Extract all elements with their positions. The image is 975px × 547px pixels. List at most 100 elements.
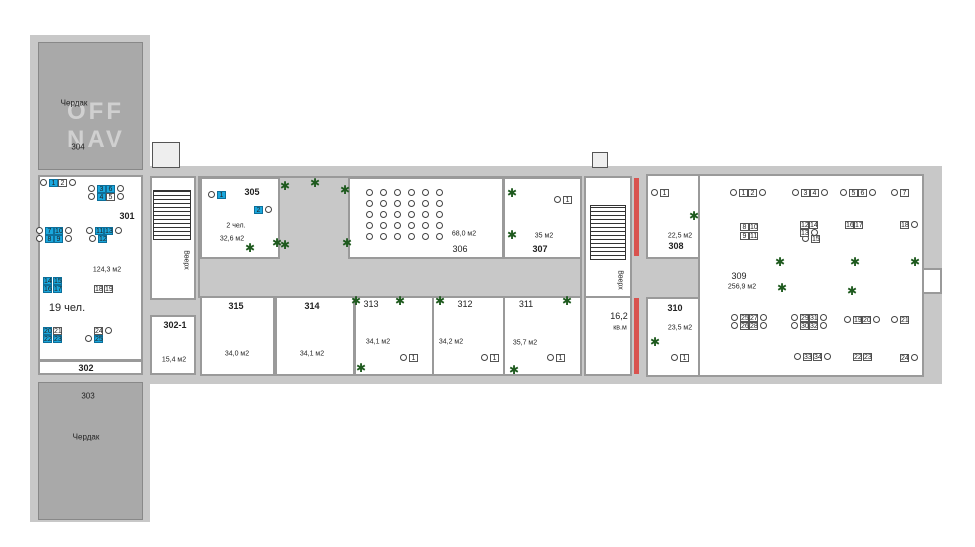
desk-309-18[interactable]: 18 [900, 221, 909, 229]
desk-301-22[interactable]: 22 [43, 335, 52, 343]
desk-301-13[interactable]: 13 [104, 227, 113, 235]
desk-301-4[interactable]: 4 [97, 193, 106, 201]
desk-301-6[interactable]: 6 [106, 185, 115, 193]
plant-icon: ✱ [506, 228, 518, 242]
room-307[interactable] [503, 177, 582, 259]
desk-309-14[interactable]: 14 [809, 221, 818, 229]
desk-309-28[interactable]: 28 [749, 322, 758, 330]
desk-309-2[interactable]: 2 [748, 189, 757, 197]
room-308[interactable] [646, 174, 700, 259]
desk-309-3[interactable]: 3 [801, 189, 810, 197]
desk-309-1[interactable]: 1 [739, 189, 748, 197]
desk-309-13[interactable]: 13 [800, 229, 809, 237]
chair [40, 179, 47, 186]
chair [820, 322, 827, 329]
desk-309-16[interactable]: 16 [845, 221, 854, 229]
auditorium-chair [394, 222, 401, 229]
desk-309-33[interactable]: 33 [803, 353, 812, 361]
desk-309-21[interactable]: 21 [900, 316, 909, 324]
auditorium-chair [422, 211, 429, 218]
auditorium-chair [436, 200, 443, 207]
desk-309-11[interactable]: 11 [749, 232, 758, 240]
desk-308-1[interactable]: 1 [660, 189, 669, 197]
desk-301-11[interactable]: 11 [95, 227, 104, 235]
room-303-name: Чердак [72, 432, 100, 442]
desk-309-32[interactable]: 32 [809, 322, 818, 330]
desk-309-27[interactable]: 27 [749, 314, 758, 322]
desk-309-29[interactable]: 29 [800, 314, 809, 322]
chair [65, 235, 72, 242]
desk-305-2[interactable]: 2 [254, 206, 263, 214]
desk-309-22[interactable]: 22 [853, 353, 862, 361]
desk-309-7[interactable]: 7 [900, 189, 909, 197]
desk-301-25[interactable]: 25 [94, 335, 103, 343]
desk-301-15[interactable]: 15 [53, 277, 62, 285]
room-302-1[interactable] [150, 315, 196, 375]
desk-301-3[interactable]: 3 [97, 185, 106, 193]
desk-301-23[interactable]: 23 [53, 335, 62, 343]
desk-301-17[interactable]: 17 [53, 285, 62, 293]
desk-309-34[interactable]: 34 [813, 353, 822, 361]
desk-301-21[interactable]: 21 [53, 327, 62, 335]
chair [208, 191, 215, 198]
plant-icon: ✱ [774, 255, 786, 269]
desk-309-10[interactable]: 10 [749, 223, 758, 231]
desk-309-8[interactable]: 8 [740, 223, 749, 231]
desk-301-14[interactable]: 14 [43, 277, 52, 285]
desk-307-1[interactable]: 1 [563, 196, 572, 204]
room-309[interactable] [698, 174, 924, 377]
desk-301-19[interactable]: 19 [104, 285, 113, 293]
desk-309-6[interactable]: 6 [858, 189, 867, 197]
desk-309-30[interactable]: 30 [800, 322, 809, 330]
desk-301-2[interactable]: 2 [58, 179, 67, 187]
desk-309-25[interactable]: 25 [740, 314, 749, 322]
desk-311-1[interactable]: 1 [556, 354, 565, 362]
desk-301-1[interactable]: 1 [49, 179, 58, 187]
desk-309-5[interactable]: 5 [849, 189, 858, 197]
chair [651, 189, 658, 196]
desk-309-20[interactable]: 20 [862, 316, 871, 324]
desk-309-15[interactable]: 15 [811, 235, 820, 243]
desk-301-7[interactable]: 7 [45, 227, 54, 235]
desk-309-12[interactable]: 12 [800, 221, 809, 229]
room-312[interactable] [432, 296, 505, 376]
desk-301-20[interactable]: 20 [43, 327, 52, 335]
desk-309-17[interactable]: 17 [854, 221, 863, 229]
desk-301-10[interactable]: 10 [54, 227, 63, 235]
plant-icon: ✱ [508, 363, 520, 377]
restroom[interactable] [584, 296, 632, 376]
desk-301-16[interactable]: 16 [43, 285, 52, 293]
desk-309-31[interactable]: 31 [809, 314, 818, 322]
desk-301-24[interactable]: 24 [94, 327, 103, 335]
chair [820, 314, 827, 321]
desk-309-9[interactable]: 9 [740, 232, 749, 240]
desk-309-23[interactable]: 23 [863, 353, 872, 361]
auditorium-chair [422, 200, 429, 207]
desk-301-5[interactable]: 5 [106, 193, 115, 201]
room-311[interactable] [503, 296, 582, 376]
desk-301-12[interactable]: 12 [98, 235, 107, 243]
stairs-up-label-2: Вверх [616, 270, 624, 290]
desk-312-1[interactable]: 1 [490, 354, 499, 362]
room-302-1-area: 15,4 м2 [161, 356, 187, 364]
room-301-number: 301 [119, 211, 135, 221]
room-314[interactable] [275, 296, 355, 376]
desk-309-19[interactable]: 19 [853, 316, 862, 324]
desk-309-4[interactable]: 4 [810, 189, 819, 197]
room-311-number: 311 [518, 299, 534, 309]
plant-icon: ✱ [688, 209, 700, 223]
room-303[interactable] [38, 382, 143, 520]
chair [89, 235, 96, 242]
desk-305-1[interactable]: 1 [217, 191, 226, 199]
desk-301-9[interactable]: 9 [54, 235, 63, 243]
desk-309-26[interactable]: 26 [740, 322, 749, 330]
desk-313-1[interactable]: 1 [409, 354, 418, 362]
desk-309-24[interactable]: 24 [900, 354, 909, 362]
room-315[interactable] [200, 296, 275, 376]
desk-310-1[interactable]: 1 [680, 354, 689, 362]
room-302[interactable] [38, 360, 143, 375]
desk-301-8[interactable]: 8 [45, 235, 54, 243]
room-305[interactable] [200, 177, 280, 259]
desk-301-18[interactable]: 18 [94, 285, 103, 293]
